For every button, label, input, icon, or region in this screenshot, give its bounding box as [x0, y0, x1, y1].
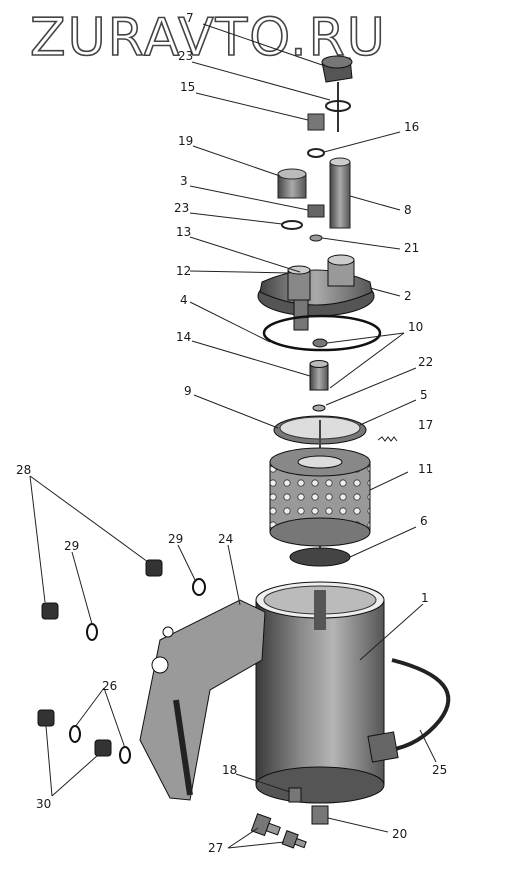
label-7: 7: [186, 11, 194, 25]
part-30-nut-b: [94, 739, 112, 757]
label-27: 27: [208, 841, 223, 855]
part-19-sleeve: [277, 168, 307, 199]
part-15-nut: [307, 113, 325, 131]
label-17: 17: [418, 418, 433, 432]
part-24-bracket: [139, 599, 266, 801]
part-21-ring: [309, 234, 323, 242]
label-21: 21: [404, 241, 419, 255]
part-26-washer-a: [69, 725, 81, 743]
part-29-washer-a: [86, 623, 98, 641]
label-22: 22: [418, 355, 433, 369]
label-24: 24: [218, 532, 233, 546]
label-6: 6: [420, 514, 428, 528]
leader-lines: [29, 23, 437, 849]
label-4: 4: [180, 293, 188, 307]
label-30: 30: [36, 797, 51, 811]
part-16-washer: [307, 148, 325, 158]
part-28-nut-b: [41, 602, 59, 620]
label-2: 2: [404, 289, 412, 303]
part-11-filter: [269, 447, 371, 547]
part-7-cap: [321, 55, 353, 132]
part-30-nut-a: [37, 709, 55, 727]
part-3-nut: [307, 204, 325, 218]
part-8-tube: [329, 157, 351, 229]
part-22-ring: [312, 404, 326, 412]
label-18: 18: [222, 763, 237, 777]
label-16: 16: [404, 120, 419, 134]
part-6-gasket: [289, 547, 351, 567]
label-25: 25: [432, 763, 447, 777]
label-12: 12: [176, 264, 191, 278]
part-labels: 7 23 15 16 19 3 8 23 21 13 12 2 4 10 14 …: [16, 11, 447, 855]
label-29-left: 29: [64, 539, 79, 553]
part-10-ring: [312, 338, 328, 348]
label-23-lower: 23: [174, 201, 189, 215]
part-27-bolt-b: [281, 830, 307, 849]
label-19: 19: [178, 134, 193, 148]
part-29-washer-b: [192, 578, 206, 596]
label-29-right: 29: [168, 532, 183, 546]
label-11: 11: [418, 462, 433, 476]
part-14-bushing: [309, 360, 329, 391]
part-9-plate: [273, 415, 367, 560]
part-1-housing: [255, 581, 385, 804]
label-13: 13: [176, 225, 191, 239]
label-26: 26: [102, 679, 117, 693]
label-10: 10: [408, 320, 423, 334]
part-27-bolt-a: [250, 813, 281, 837]
label-14: 14: [176, 330, 191, 344]
part-28-nut-a: [145, 559, 163, 577]
part-17-spring: [377, 436, 398, 442]
part-23-washer: [281, 220, 303, 230]
part-18-drain: [288, 787, 302, 803]
label-20: 20: [392, 827, 407, 841]
part-26-washer-b: [119, 746, 131, 764]
label-28: 28: [16, 463, 31, 477]
label-5: 5: [420, 388, 428, 402]
part-20-plug: [311, 805, 329, 825]
label-8: 8: [404, 203, 412, 217]
part-25-pipe: [367, 658, 451, 763]
label-3: 3: [180, 174, 188, 188]
label-9: 9: [184, 384, 192, 398]
label-1: 1: [421, 591, 429, 605]
label-23-top: 23: [178, 49, 193, 63]
part-4-oring: [262, 314, 382, 352]
label-15: 15: [180, 80, 195, 94]
part-23-ring-top: [325, 100, 351, 112]
